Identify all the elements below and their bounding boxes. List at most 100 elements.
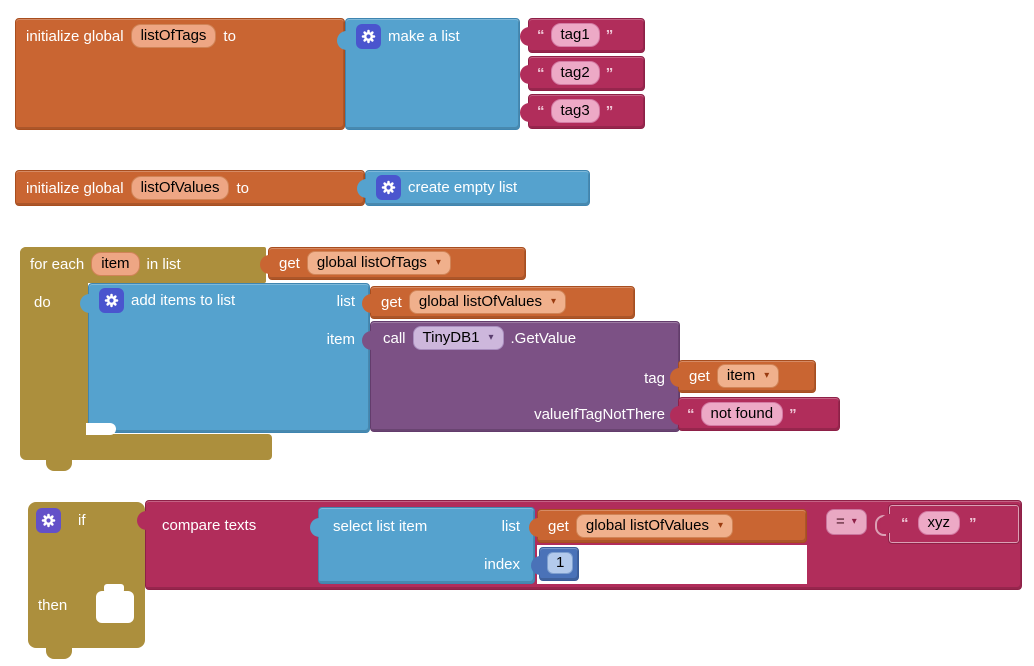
index-param-label: index [484, 556, 520, 573]
dropdown-value: global listOfValues [418, 293, 542, 310]
if-label: if [78, 512, 86, 529]
text-field[interactable]: tag3 [550, 99, 600, 123]
text-field[interactable]: tag1 [550, 23, 600, 47]
block-plug [520, 65, 531, 84]
block-plug [80, 294, 91, 313]
init-row: initialize global listOfTags to [16, 19, 344, 53]
block-get-global-listofvalues[interactable]: get global listOfValues ▾ [362, 286, 635, 319]
for-each-label: for each [30, 255, 85, 273]
foreach-next-connector [46, 459, 72, 471]
create-empty-list-label: create empty list [408, 179, 518, 196]
block-get-global-listoftags[interactable]: get global listOfTags ▾ [260, 247, 526, 280]
block-plug [357, 179, 368, 198]
component-dropdown[interactable]: TinyDB1 ▾ [412, 326, 504, 350]
text-field[interactable]: xyz [917, 511, 960, 535]
get-label: get [548, 517, 569, 535]
block-get-global-listofvalues-2[interactable]: get global listOfValues ▾ [529, 509, 807, 543]
block-plug [880, 514, 891, 533]
then-socket-connector-notch [104, 584, 124, 593]
if-block-body[interactable]: if then [28, 502, 145, 648]
variable-name-field[interactable]: listOfTags [130, 24, 217, 48]
variable-dropdown[interactable]: global listOfValues ▾ [408, 290, 567, 314]
workspace-gap [537, 545, 807, 584]
dropdown-arrow-icon: ▾ [764, 370, 770, 381]
valueiftagnotthere-param-label: valueIfTagNotThere [534, 406, 665, 423]
gear-icon [41, 513, 56, 528]
mutator-button[interactable] [356, 24, 381, 49]
block-plug [337, 31, 348, 50]
operator-dropdown[interactable]: = ▾ [826, 509, 867, 535]
to-label: to [223, 27, 236, 45]
get-label: get [279, 254, 300, 272]
text-field[interactable]: tag2 [550, 61, 600, 85]
block-plug [670, 368, 681, 387]
block-call-tinydb-getvalue[interactable]: call TinyDB1 ▾ .GetValue tag valueIfTagN… [362, 321, 680, 432]
close-quote: ” [789, 405, 797, 423]
foreach-block-footer[interactable] [20, 434, 272, 460]
block-select-list-item[interactable]: select list item list index [310, 507, 535, 584]
block-plug [670, 406, 681, 425]
open-quote: “ [537, 64, 545, 82]
number-field[interactable]: 1 [547, 552, 574, 574]
dropdown-arrow-icon: ▾ [550, 296, 557, 307]
block-get-item[interactable]: get item ▾ [670, 360, 816, 393]
block-create-empty-list[interactable]: create empty list [357, 170, 590, 206]
close-quote: ” [605, 26, 614, 44]
dropdown-arrow-icon: ▾ [851, 516, 857, 527]
dropdown-value: item [726, 367, 756, 384]
compare-texts-label: compare texts [162, 517, 257, 534]
loop-variable-field[interactable]: item [91, 252, 140, 276]
block-init-global-listofvalues[interactable]: initialize global listOfValues to [15, 170, 365, 206]
operator-value: = [836, 513, 845, 530]
block-text-tag1[interactable]: “ tag1 ” [520, 18, 645, 53]
text-field[interactable]: not found [700, 402, 784, 426]
block-text-tag2[interactable]: “ tag2 ” [520, 56, 645, 91]
if-next-connector [46, 647, 72, 659]
then-label: then [38, 597, 68, 614]
block-plug [137, 511, 148, 530]
get-label: get [689, 367, 710, 385]
value-socket-arc [875, 515, 886, 536]
variable-dropdown[interactable]: item ▾ [716, 364, 780, 388]
mutator-button[interactable] [36, 508, 61, 533]
mutator-button[interactable] [376, 175, 401, 200]
block-add-items-to-list[interactable]: add items to list list item [80, 283, 370, 433]
close-quote: ” [605, 64, 614, 82]
statement-socket-notch [86, 423, 116, 435]
open-quote: “ [537, 26, 545, 44]
init-keyword-label: initialize global [26, 27, 124, 45]
tag-param-label: tag [644, 370, 665, 387]
dropdown-value: TinyDB1 [422, 329, 480, 346]
variable-name-field[interactable]: listOfValues [130, 176, 230, 200]
block-plug [520, 103, 531, 122]
block-text-not-found[interactable]: “ not found ” [670, 397, 840, 431]
block-number-1[interactable]: 1 [531, 547, 579, 581]
do-label: do [34, 294, 51, 311]
block-init-global-listoftags[interactable]: initialize global listOfTags to [15, 18, 345, 130]
method-label: .GetValue [510, 329, 577, 347]
block-text-xyz[interactable]: “ xyz ” [880, 504, 1020, 544]
mutator-button[interactable] [99, 288, 124, 313]
open-quote: “ [901, 514, 909, 532]
gear-icon [104, 293, 119, 308]
to-label: to [236, 179, 249, 197]
variable-dropdown[interactable]: global listOfValues ▾ [575, 514, 734, 538]
in-list-label: in list [146, 255, 181, 273]
close-quote: ” [969, 514, 977, 532]
open-quote: “ [687, 405, 695, 423]
then-socket-notch [96, 591, 134, 623]
close-quote: ” [605, 102, 614, 120]
block-plug [531, 556, 542, 575]
block-text-tag3[interactable]: “ tag3 ” [520, 94, 645, 129]
call-label: call [383, 329, 406, 347]
block-plug [310, 518, 321, 537]
foreach-block-header[interactable]: for each item in list [20, 247, 266, 283]
variable-dropdown[interactable]: global listOfTags ▾ [306, 251, 451, 275]
block-plug [260, 255, 271, 274]
dropdown-value: global listOfValues [585, 517, 709, 534]
block-make-a-list[interactable]: make a list [337, 18, 520, 130]
dropdown-value: global listOfTags [316, 254, 427, 271]
block-plug [520, 27, 531, 46]
gear-icon [361, 29, 376, 44]
